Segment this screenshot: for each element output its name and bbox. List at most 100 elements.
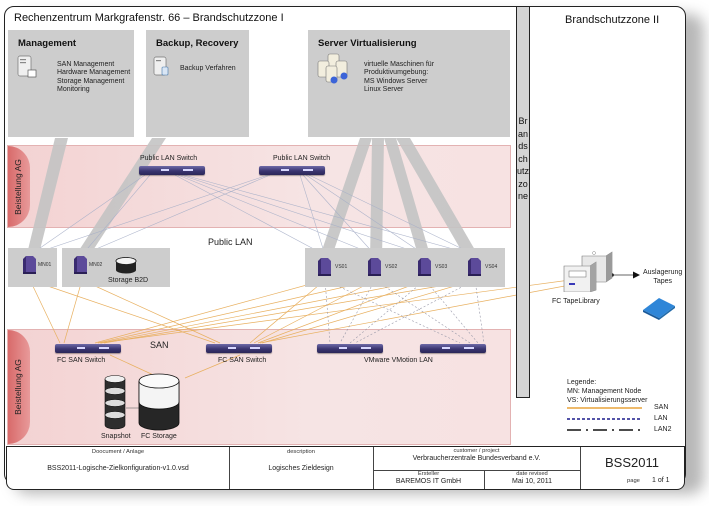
san-link <box>261 279 476 344</box>
lan-link <box>81 174 151 256</box>
san-label: SAN <box>150 340 169 350</box>
switch-label: FC SAN Switch <box>218 357 267 364</box>
author-value: BAREMOS IT GmbH <box>395 478 462 485</box>
title-block: Doocument / Anlage BSS2011-Logische-Ziel… <box>6 446 685 490</box>
server-tower-icon[interactable] <box>418 258 431 276</box>
group-management: Management SAN Management Hardware Manag… <box>8 30 134 137</box>
server-backup-icon <box>153 56 169 76</box>
lan-link <box>302 174 376 256</box>
group-description: SAN Management Hardware Management Stora… <box>57 61 131 94</box>
vmotion-link <box>349 279 426 344</box>
lan-link <box>177 174 376 256</box>
vmotion-link <box>324 279 461 344</box>
fc-san-switch-1[interactable] <box>55 344 121 353</box>
mgmt-connector <box>26 138 68 258</box>
group-title: Backup, Recovery <box>156 38 239 49</box>
node-label: VS04 <box>485 264 498 270</box>
snapshot-icon[interactable] <box>103 375 127 431</box>
server-tower-icon[interactable] <box>468 258 481 276</box>
san-link <box>94 279 326 344</box>
legend: Legende: MN: Management Node VS: Virtual… <box>567 378 647 405</box>
vmotion-link <box>424 279 479 344</box>
arrow-head-icon <box>633 271 640 279</box>
vmotion-switch-2[interactable] <box>420 344 486 353</box>
group-description: virtuelle Maschinen für Produktivumgebun… <box>364 61 435 94</box>
description-value: Logisches Zieldesign <box>268 465 334 472</box>
public-lan-switch-1[interactable] <box>139 166 205 175</box>
san-link <box>29 279 61 344</box>
project-code: BSS2011 <box>605 455 659 470</box>
band-tab <box>8 146 30 227</box>
san-link <box>253 279 376 344</box>
virt-connector-4 <box>396 138 482 262</box>
snapshot-label: Snapshot <box>101 433 131 440</box>
switch-label: Public LAN Switch <box>273 155 331 162</box>
switch-label: Public LAN Switch <box>140 155 198 162</box>
tape-library-icon[interactable] <box>560 250 616 292</box>
group-backup: Backup, Recovery Backup Verfahren <box>146 30 249 137</box>
server-tower-icon[interactable] <box>23 256 36 274</box>
legend-title: Legende: <box>567 379 597 386</box>
san-link <box>63 279 83 344</box>
group-virtualization: Server Virtualisierung virtuelle Maschin… <box>308 30 510 137</box>
lan-link <box>174 174 326 256</box>
lan-link <box>29 174 269 256</box>
vmotion-label: VMware VMotion LAN <box>364 357 433 364</box>
page-value: 1 of 1 <box>652 477 670 484</box>
legend-mn: MN: Management Node <box>567 388 642 395</box>
san-link <box>103 279 476 344</box>
san-link <box>184 354 241 379</box>
node-label: VS01 <box>335 264 348 270</box>
lan-link <box>183 174 476 256</box>
zone1-title: Rechenzentrum Markgrafenstr. 66 – Brands… <box>14 12 284 24</box>
virt-connector-2 <box>370 138 384 262</box>
legend-lan2-label: LAN2 <box>654 426 672 433</box>
legend-vs: VS: Virtualisierungsserver <box>567 397 648 404</box>
server-cluster-icon <box>317 53 348 84</box>
lan-link <box>180 174 426 256</box>
group-title: Management <box>18 38 77 49</box>
vmotion-link <box>474 279 485 344</box>
node-label: MN02 <box>89 262 103 268</box>
customer-header: customer / project <box>453 448 500 454</box>
server-management-icon <box>17 55 37 78</box>
document-value: BSS2011-Logische-Zielkonfiguration-v1.0.… <box>47 465 189 472</box>
group-description: Backup Verfahren <box>180 65 236 72</box>
legend-san-label: SAN <box>654 404 669 411</box>
date-header: date revised <box>516 471 548 477</box>
group-title: Server Virtualisierung <box>318 38 417 49</box>
virt-connector-1 <box>318 138 372 262</box>
legend-lines <box>567 407 642 431</box>
band-tab <box>8 330 30 444</box>
virt-connector-3 <box>384 138 432 262</box>
lan-link <box>308 174 476 256</box>
vmotion-link <box>324 279 331 344</box>
lan-link <box>299 174 326 256</box>
fc-san-switch-2[interactable] <box>206 344 272 353</box>
storage-b2d-label: Storage B2D <box>108 277 149 284</box>
storage-b2d-icon[interactable] <box>115 257 137 275</box>
author-header: Ersteller <box>417 471 440 477</box>
document-header: Doocument / Anlage <box>91 449 145 455</box>
switch-label: FC SAN Switch <box>57 357 106 364</box>
server-tower-icon[interactable] <box>318 258 331 276</box>
server-tower-icon[interactable] <box>74 256 87 274</box>
fc-storage-icon[interactable] <box>137 372 181 432</box>
lan-link <box>29 174 146 256</box>
node-label: VS03 <box>435 264 448 270</box>
vmotion-link <box>339 279 376 344</box>
node-label: MN01 <box>38 262 52 268</box>
vmotion-switch-1[interactable] <box>317 344 383 353</box>
description-header: description <box>286 449 316 455</box>
lan-link <box>81 174 271 256</box>
server-tower-icon[interactable] <box>368 258 381 276</box>
firewall-zone-divider: Brandschutzzone <box>516 6 530 398</box>
public-lan-switch-2[interactable] <box>259 166 325 175</box>
customer-value: Verbraucherzentrale Bundesverband e.V. <box>412 455 541 462</box>
tape-out-label: Auslagerung Tapes <box>643 269 683 285</box>
tape-library-label: FC TapeLibrary <box>552 298 600 305</box>
page-label: page <box>627 478 640 484</box>
legend-lan-label: LAN <box>654 415 668 422</box>
node-label: VS02 <box>385 264 398 270</box>
firewall-label: Brandschutzzone <box>517 116 530 201</box>
